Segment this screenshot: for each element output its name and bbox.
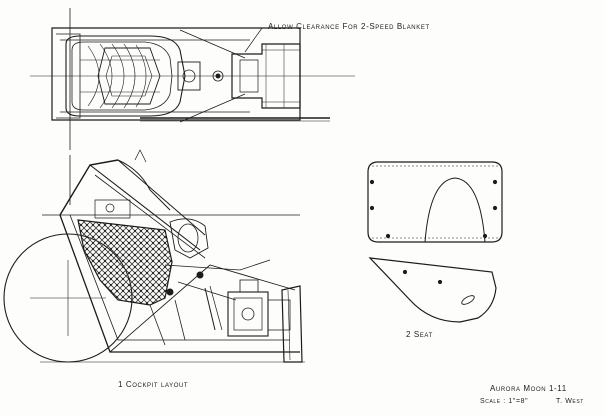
seat-side-view [368, 257, 497, 323]
plan-view [30, 8, 355, 150]
seat-caption: 2 Seat [406, 330, 433, 339]
clearance-note: Allow Clearance For 2-Speed Blanket [268, 22, 430, 31]
seat-mesh [77, 219, 173, 306]
author-label: T. West [556, 398, 584, 405]
scale-label: Scale : 1"=8" [480, 398, 529, 405]
seat-outline [367, 161, 503, 243]
cockpit-side-view [3, 149, 305, 363]
seat-plan-view [367, 161, 503, 243]
project-title: Aurora Moon 1-11 [490, 384, 567, 393]
seat-side-outline [368, 257, 497, 323]
cockpit-layout-caption: 1 Cockpit layout [118, 380, 189, 389]
